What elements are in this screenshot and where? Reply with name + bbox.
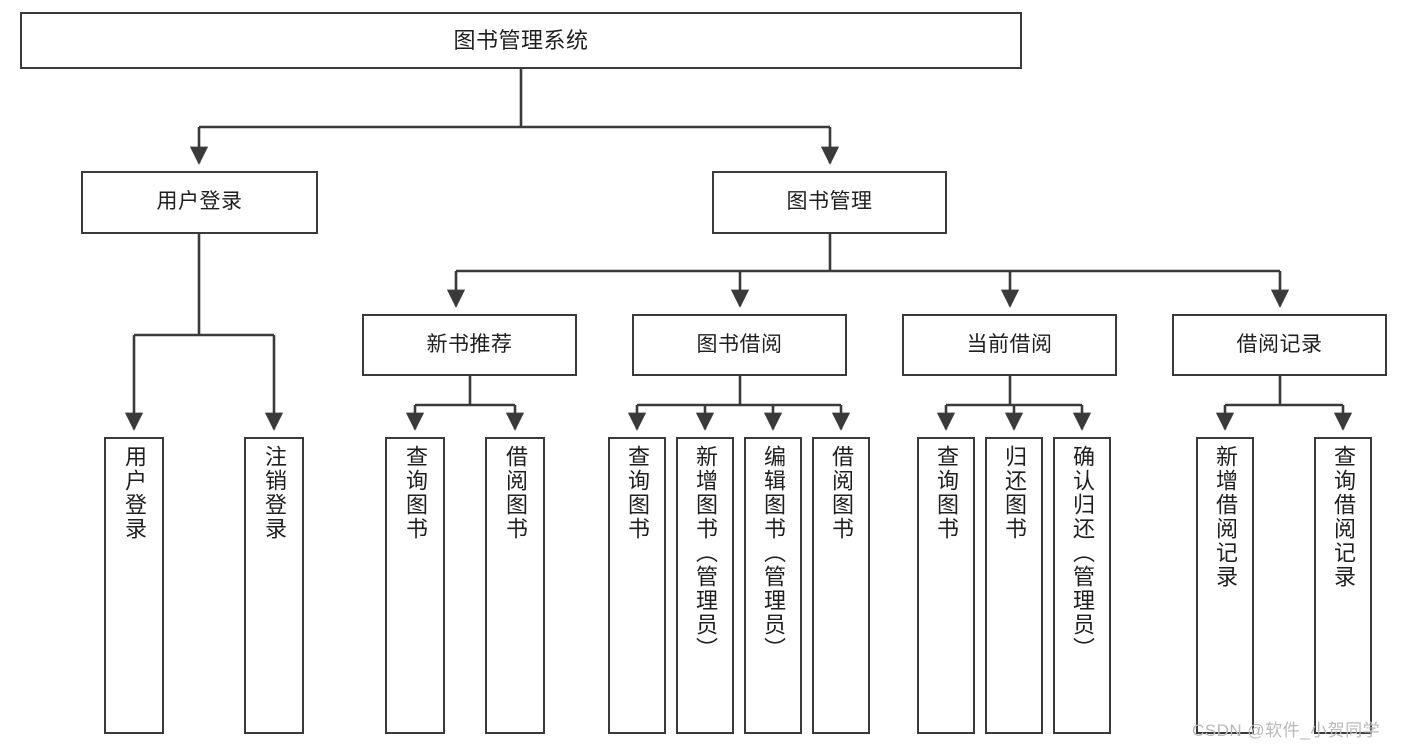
node-label: 用户登录 <box>156 190 243 214</box>
node-label: 新增借阅记录 <box>1213 445 1238 589</box>
leaf-node-borrow-book-2[interactable]: 借阅图书 <box>812 437 870 734</box>
node-book-manage[interactable]: 图书管理 <box>712 171 947 234</box>
node-borrow-record[interactable]: 借阅记录 <box>1172 314 1387 376</box>
node-label: 编辑图书（管理员） <box>761 445 786 661</box>
node-label: 图书管理 <box>786 190 873 214</box>
node-label: 当前借阅 <box>966 332 1053 356</box>
leaf-node-confirm-return[interactable]: 确认归还（管理员） <box>1053 437 1111 734</box>
node-label: 查询图书 <box>625 445 650 541</box>
node-label: 查询图书 <box>403 445 428 541</box>
leaf-node-query-record[interactable]: 查询借阅记录 <box>1314 437 1372 734</box>
csdn-watermark: CSDN @软件_小贺同学 <box>1192 721 1381 740</box>
node-label: 借阅图书 <box>829 445 854 541</box>
leaf-node-user-login[interactable]: 用户登录 <box>104 437 164 734</box>
leaf-node-query-book-3[interactable]: 查询图书 <box>917 437 975 734</box>
node-current-borrow[interactable]: 当前借阅 <box>902 314 1117 376</box>
node-label: 图书借阅 <box>696 332 783 356</box>
leaf-node-query-book-2[interactable]: 查询图书 <box>608 437 666 734</box>
node-label: 用户登录 <box>122 445 147 541</box>
node-label: 新增图书（管理员） <box>693 445 718 661</box>
node-user-login[interactable]: 用户登录 <box>81 171 318 234</box>
node-new-book-recommend[interactable]: 新书推荐 <box>362 314 577 376</box>
node-book-borrow[interactable]: 图书借阅 <box>632 314 847 376</box>
node-label: 注销登录 <box>262 445 287 541</box>
node-label: 借阅记录 <box>1236 332 1323 356</box>
leaf-node-query-book-1[interactable]: 查询图书 <box>385 437 445 734</box>
node-label: 新书推荐 <box>426 332 513 356</box>
leaf-node-add-record[interactable]: 新增借阅记录 <box>1196 437 1254 734</box>
node-label: 图书管理系统 <box>453 27 589 53</box>
node-label: 查询图书 <box>934 445 959 541</box>
leaf-node-return-book[interactable]: 归还图书 <box>985 437 1043 734</box>
leaf-node-edit-book[interactable]: 编辑图书（管理员） <box>744 437 802 734</box>
node-label: 确认归还（管理员） <box>1070 445 1095 661</box>
node-label: 查询借阅记录 <box>1331 445 1356 589</box>
node-label: 借阅图书 <box>503 445 528 541</box>
leaf-node-borrow-book-1[interactable]: 借阅图书 <box>485 437 545 734</box>
node-label: 归还图书 <box>1002 445 1027 541</box>
leaf-node-logout[interactable]: 注销登录 <box>244 437 304 734</box>
node-root-system[interactable]: 图书管理系统 <box>20 12 1022 69</box>
leaf-node-add-book[interactable]: 新增图书（管理员） <box>676 437 734 734</box>
